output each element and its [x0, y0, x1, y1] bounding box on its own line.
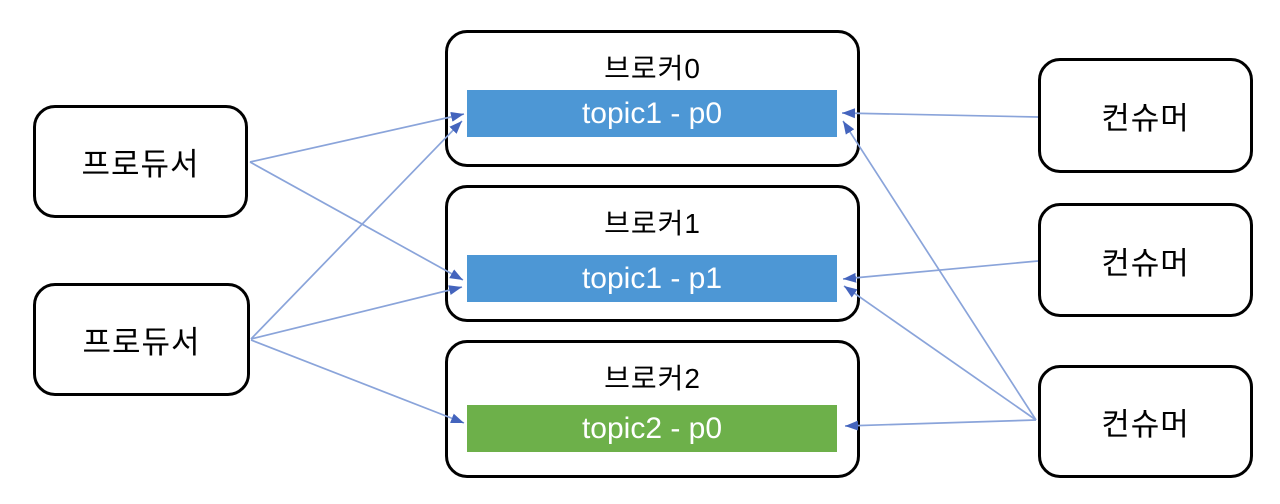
broker-box-2: 브로커2 topic2 - p0 [445, 340, 860, 478]
consumer-label: 컨슈머 [1101, 101, 1190, 136]
arrow-consumer-1-to-partition-topic1-p0 [841, 108, 1039, 119]
arrow-producer-2-to-partition-topic1-p1 [250, 285, 463, 340]
producer-label: 프로듀서 [81, 147, 200, 182]
consumer-box-2: 컨슈머 [1038, 203, 1253, 317]
broker-box-1: 브로커1 topic1 - p1 [445, 185, 860, 322]
arrow-producer-2-to-partition-topic2-p0 [250, 339, 465, 424]
arrow-consumer-3-to-partition-topic1-p0 [842, 120, 1037, 421]
producer-label: 프로듀서 [82, 325, 201, 360]
arrow-producer-1-to-partition-topic1-p1 [249, 161, 464, 281]
producer-box-2: 프로듀서 [33, 283, 250, 396]
partition-bar-topic1-p1: topic1 - p1 [467, 255, 837, 302]
broker-title: 브로커0 [604, 53, 701, 84]
broker-title: 브로커2 [604, 363, 701, 394]
broker-title: 브로커1 [604, 208, 701, 239]
arrow-consumer-3-to-partition-topic2-p0 [844, 419, 1037, 431]
arrow-consumer-3-to-partition-topic1-p1 [843, 285, 1037, 421]
consumer-box-3: 컨슈머 [1038, 365, 1253, 478]
consumer-label: 컨슈머 [1101, 407, 1190, 442]
partition-bar-topic2-p0: topic2 - p0 [467, 405, 837, 452]
arrow-producer-2-to-partition-topic1-p0 [250, 120, 463, 340]
consumer-box-1: 컨슈머 [1038, 58, 1253, 173]
broker-box-0: 브로커0 topic1 - p0 [445, 30, 860, 167]
producer-box-1: 프로듀서 [33, 105, 248, 218]
arrow-producer-1-to-partition-topic1-p0 [249, 111, 465, 163]
partition-bar-topic1-p0: topic1 - p0 [467, 90, 837, 137]
arrow-consumer-2-to-partition-topic1-p1 [842, 260, 1039, 283]
consumer-label: 컨슈머 [1101, 245, 1190, 281]
